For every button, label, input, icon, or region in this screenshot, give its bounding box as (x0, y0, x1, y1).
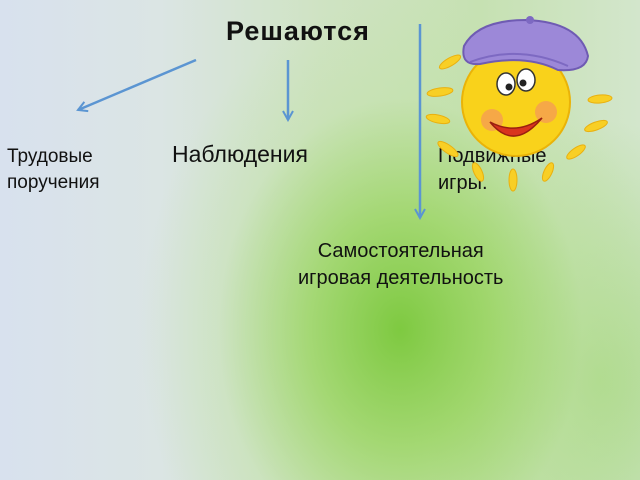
arrow-to-labor (78, 58, 197, 110)
node-labor-assignments: Трудовые поручения (7, 144, 100, 196)
node-observations: Наблюдения (172, 141, 308, 168)
sun-with-beret-icon (425, 16, 613, 192)
diagram-title: Решаются (226, 16, 370, 46)
node-independent-play: Самостоятельная игровая деятельность (298, 238, 503, 292)
node-line: Трудовые (7, 146, 93, 167)
node-line: Наблюдения (172, 141, 308, 167)
node-line: игры. (438, 172, 488, 194)
node-line: Самостоятельная (317, 240, 484, 262)
node-line: игровая деятельность (298, 267, 504, 289)
node-line: поручения (7, 172, 100, 193)
